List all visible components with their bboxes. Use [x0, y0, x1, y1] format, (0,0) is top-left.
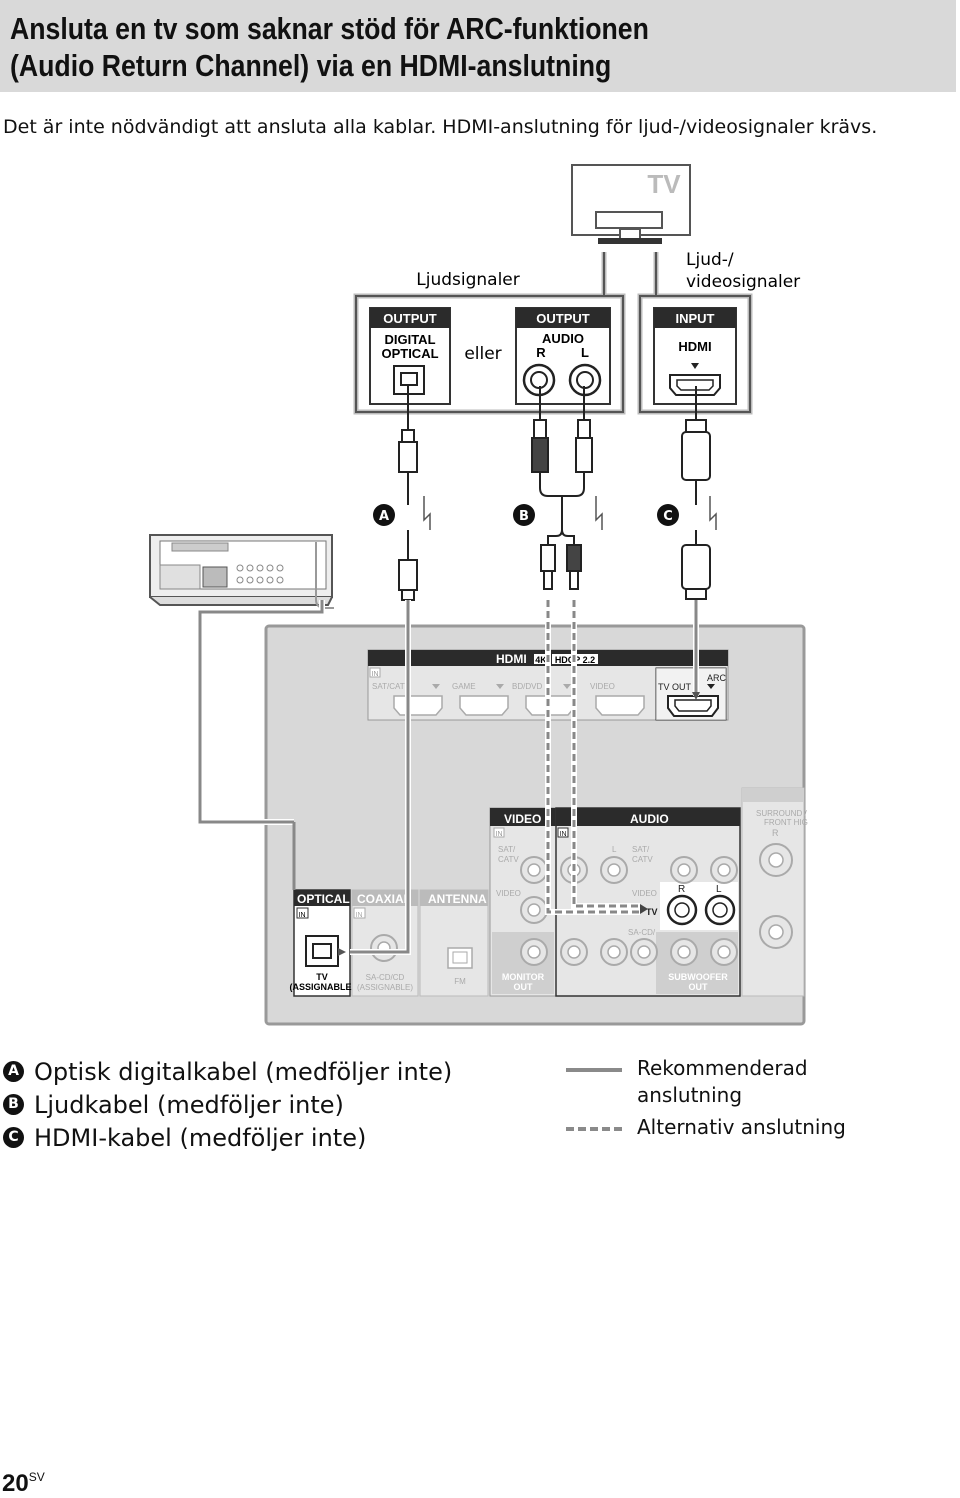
svg-text:VIDEO: VIDEO: [504, 812, 541, 826]
av-signals-label-2: videosignaler: [686, 272, 800, 292]
svg-text:L: L: [612, 845, 617, 854]
page-title: Ansluta en tv som saknar stöd för ARC-fu…: [10, 11, 649, 83]
svg-text:(ASSIGNABLE): (ASSIGNABLE): [357, 983, 413, 992]
svg-text:SURROUND /: SURROUND /: [756, 809, 807, 818]
route-optical: [338, 600, 411, 956]
legend-recommended-text: Rekommenderad anslutning: [637, 1056, 808, 1107]
svg-text:R: R: [678, 884, 685, 895]
svg-text:IN: IN: [496, 831, 503, 838]
svg-text:VIDEO: VIDEO: [590, 682, 615, 691]
svg-text:4K: 4K: [535, 655, 547, 665]
svg-text:INPUT: INPUT: [676, 311, 715, 326]
tv-illustration: TV: [571, 164, 691, 244]
audio-signals-label: Ljudsignaler: [416, 270, 520, 290]
svg-text:R: R: [536, 345, 546, 360]
badge-c: C: [663, 509, 673, 524]
svg-text:VIDEO: VIDEO: [632, 889, 657, 898]
badge-a: A: [379, 509, 389, 524]
badge-c-icon: C: [3, 1127, 24, 1148]
svg-text:FRONT HIG: FRONT HIG: [764, 818, 808, 827]
svg-text:ANTENNA: ANTENNA: [428, 892, 487, 906]
svg-text:L: L: [581, 345, 589, 360]
svg-text:IN: IN: [560, 831, 567, 838]
or-label: eller: [464, 344, 501, 364]
av-signals-label-1: Ljud-/: [686, 250, 734, 270]
legend-text-b: Ljudkabel (medföljer inte): [34, 1090, 344, 1119]
cable-a-optical: [398, 386, 418, 601]
legend-text-c: HDMI-kabel (medföljer inte): [34, 1123, 367, 1152]
svg-text:DIGITAL: DIGITAL: [384, 332, 435, 347]
cable-c-hdmi: [681, 386, 711, 600]
intro-text: Det är inte nödvändigt att ansluta alla …: [3, 116, 878, 138]
svg-text:ARC: ARC: [707, 673, 727, 683]
cable-b-audio: [531, 386, 593, 590]
svg-text:OUTPUT: OUTPUT: [536, 311, 590, 326]
svg-text:AUDIO: AUDIO: [542, 331, 584, 346]
svg-text:MONITOR: MONITOR: [502, 972, 545, 982]
page-suffix: SV: [28, 1470, 45, 1484]
svg-text:TV: TV: [316, 972, 328, 982]
badge-b: B: [519, 509, 529, 524]
route-receiver-to-tv: [197, 600, 325, 890]
svg-text:GAME: GAME: [452, 682, 476, 691]
svg-text:FM: FM: [454, 977, 466, 986]
svg-text:HDMI: HDMI: [496, 652, 527, 666]
svg-text:SA-CD/CD: SA-CD/CD: [366, 973, 405, 982]
legend-item-a: A Optisk digitalkabel (medföljer inte): [3, 1055, 452, 1088]
title-bar: Ansluta en tv som saknar stöd för ARC-fu…: [0, 0, 956, 92]
tv-label: TV: [647, 169, 681, 199]
svg-text:SAT/CATV: SAT/CATV: [372, 682, 411, 691]
svg-text:TV OUT: TV OUT: [658, 682, 692, 692]
svg-text:(ASSIGNABLE): (ASSIGNABLE): [290, 982, 355, 992]
solid-line-icon: [566, 1068, 622, 1072]
legend-alternative: Alternativ anslutning: [566, 1114, 857, 1141]
legend-text-a: Optisk digitalkabel (medföljer inte): [34, 1057, 453, 1086]
legend-alternative-text: Alternativ anslutning: [637, 1115, 846, 1139]
svg-text:TV: TV: [646, 907, 658, 917]
svg-text:OUT: OUT: [514, 982, 534, 992]
svg-text:BD/DVD: BD/DVD: [512, 682, 542, 691]
svg-text:SA-CD/: SA-CD/: [628, 928, 656, 937]
video-audio-panel: VIDEO IN SAT/ CATV VIDEO MONITOR OUT AUD…: [489, 787, 808, 997]
line-legend: Rekommenderad anslutning Alternativ ansl…: [566, 1055, 857, 1146]
svg-text:R: R: [772, 828, 779, 838]
svg-text:OPTICAL: OPTICAL: [381, 346, 438, 361]
tv-optical-output: OUTPUT DIGITAL OPTICAL: [369, 307, 451, 405]
svg-text:CATV: CATV: [498, 855, 519, 864]
svg-text:VIDEO: VIDEO: [496, 889, 521, 898]
legend-item-b: B Ljudkabel (medföljer inte): [3, 1088, 452, 1121]
svg-text:L: L: [716, 884, 722, 895]
svg-text:OUTPUT: OUTPUT: [383, 311, 437, 326]
svg-text:SAT/: SAT/: [498, 845, 516, 854]
tv-audio-output: OUTPUT AUDIO R L: [515, 307, 611, 405]
route-audio-dashed: [545, 600, 648, 915]
svg-text:COAXIAL: COAXIAL: [357, 892, 411, 906]
legend-recommended: Rekommenderad anslutning: [566, 1055, 857, 1109]
legend-item-c: C HDMI-kabel (medföljer inte): [3, 1121, 452, 1154]
svg-text:IN: IN: [372, 671, 379, 678]
svg-text:SAT/: SAT/: [632, 845, 650, 854]
dashed-line-icon: [566, 1127, 622, 1131]
svg-text:IN: IN: [356, 912, 363, 919]
route-hdmi: [692, 600, 700, 700]
svg-text:OPTICAL: OPTICAL: [297, 892, 350, 906]
cable-legend: A Optisk digitalkabel (medföljer inte) B…: [3, 1055, 452, 1154]
cable-badges: A B C: [373, 496, 717, 530]
connection-diagram: TV Ljudsignaler Ljud-/ videosignaler OUT…: [149, 164, 808, 1026]
badge-b-icon: B: [3, 1094, 24, 1115]
digital-panel: OPTICAL IN TV (ASSIGNABLE) COAXIAL IN SA…: [290, 889, 489, 997]
svg-text:SUBWOOFER: SUBWOOFER: [668, 972, 728, 982]
svg-text:OUT: OUT: [689, 982, 709, 992]
badge-a-icon: A: [3, 1061, 24, 1082]
page-number: 20SV: [2, 1470, 45, 1497]
svg-text:HDMI: HDMI: [678, 339, 711, 354]
svg-text:AUDIO: AUDIO: [630, 812, 669, 826]
receiver-illustration: [149, 534, 334, 609]
svg-text:IN: IN: [299, 912, 306, 919]
svg-text:CATV: CATV: [632, 855, 653, 864]
